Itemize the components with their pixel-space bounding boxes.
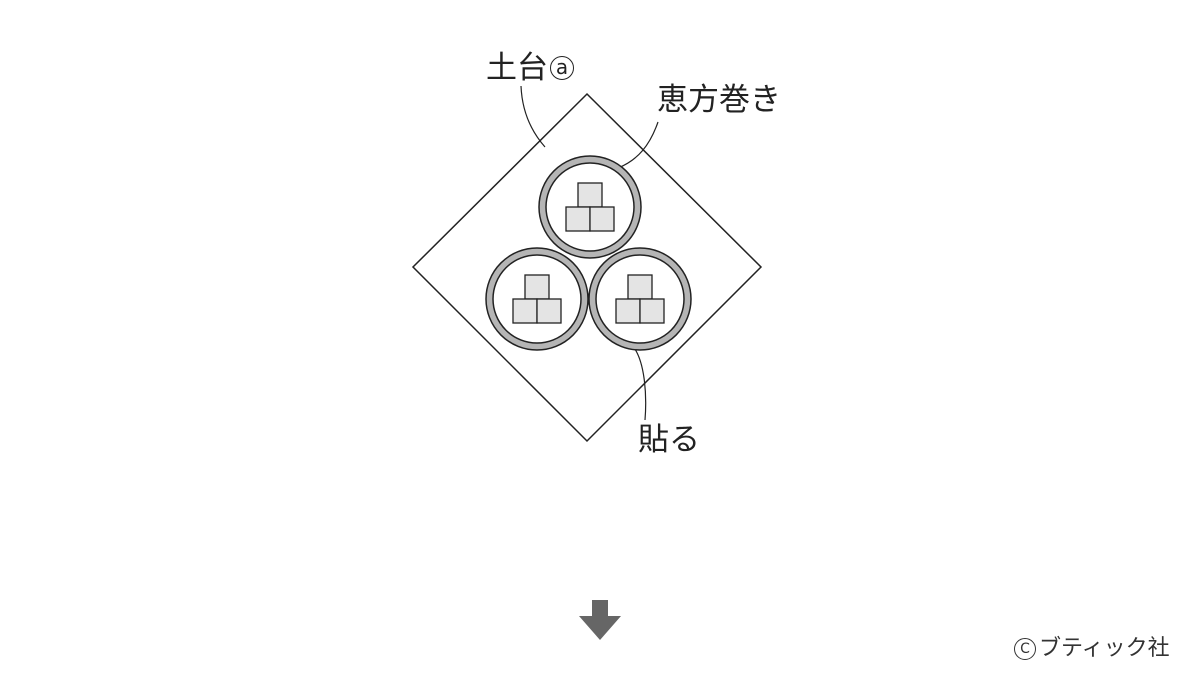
base-label-text: 土台 [486,50,548,86]
ehomaki-roll-top [538,155,642,259]
ehomaki-roll-right [588,247,692,351]
base-diamond [411,92,763,443]
base-leader-line [520,85,546,148]
base-marker-circled-a: a [550,56,574,80]
down-arrow-icon [579,600,621,640]
ehomaki-roll-left [485,247,589,351]
ehomaki-leader-line [617,121,659,169]
paste-label: 貼る [638,422,700,458]
copyright-symbol: C [1014,638,1036,660]
ehomaki-label: 恵方巻き [657,82,781,118]
copyright-text: ブティック社 [1039,636,1170,661]
